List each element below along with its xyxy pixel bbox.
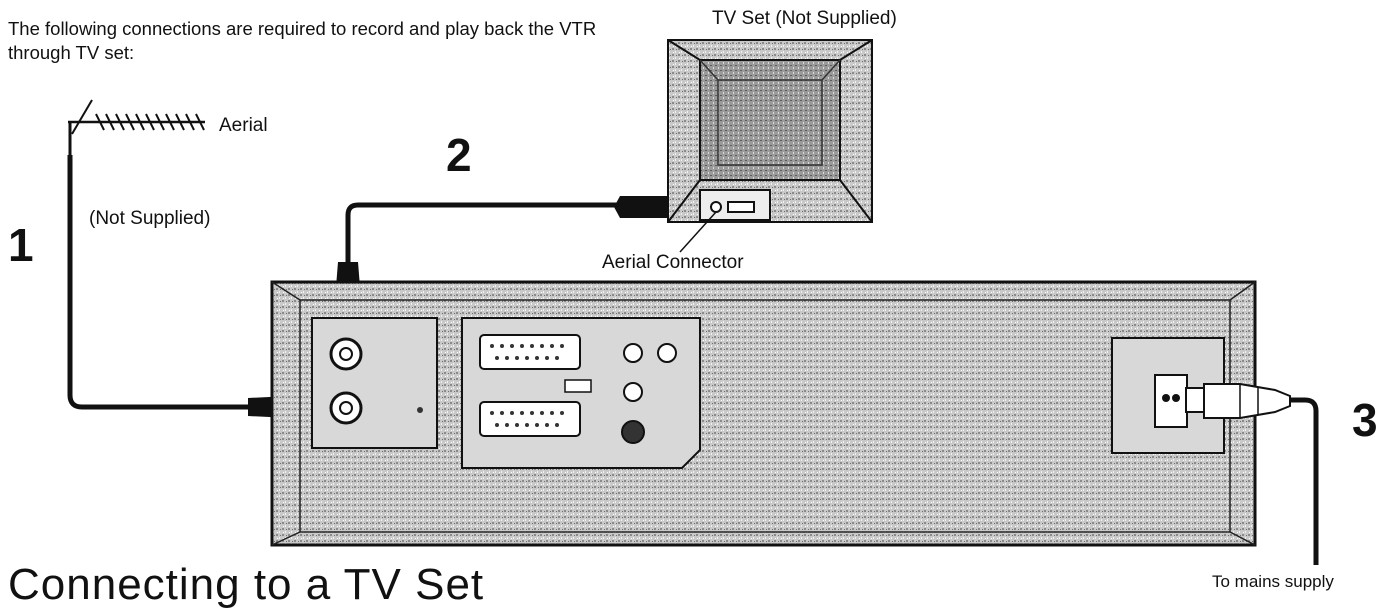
tv-set-label: TV Set (Not Supplied) [712, 8, 897, 29]
step-3-number: 3 [1352, 394, 1378, 446]
step-1-number: 1 [8, 219, 34, 271]
tv-cable [345, 202, 625, 265]
aerial-icon [68, 99, 205, 155]
mains-cable [1290, 397, 1319, 565]
intro-text: The following connections are required t… [8, 18, 597, 63]
section-heading: Connecting to a TV Set [8, 560, 485, 609]
aerial-label: Aerial [219, 115, 268, 136]
aerial-cable [67, 155, 250, 410]
vtr-rear-panel [270, 280, 1257, 547]
step-2-number: 2 [446, 129, 472, 181]
aerial-connector-label: Aerial Connector [602, 252, 744, 273]
mains-supply-label: To mains supply [1212, 572, 1334, 591]
mains-plug [1185, 383, 1291, 419]
not-supplied-label: (Not Supplied) [89, 208, 211, 229]
tv-set [667, 39, 873, 253]
